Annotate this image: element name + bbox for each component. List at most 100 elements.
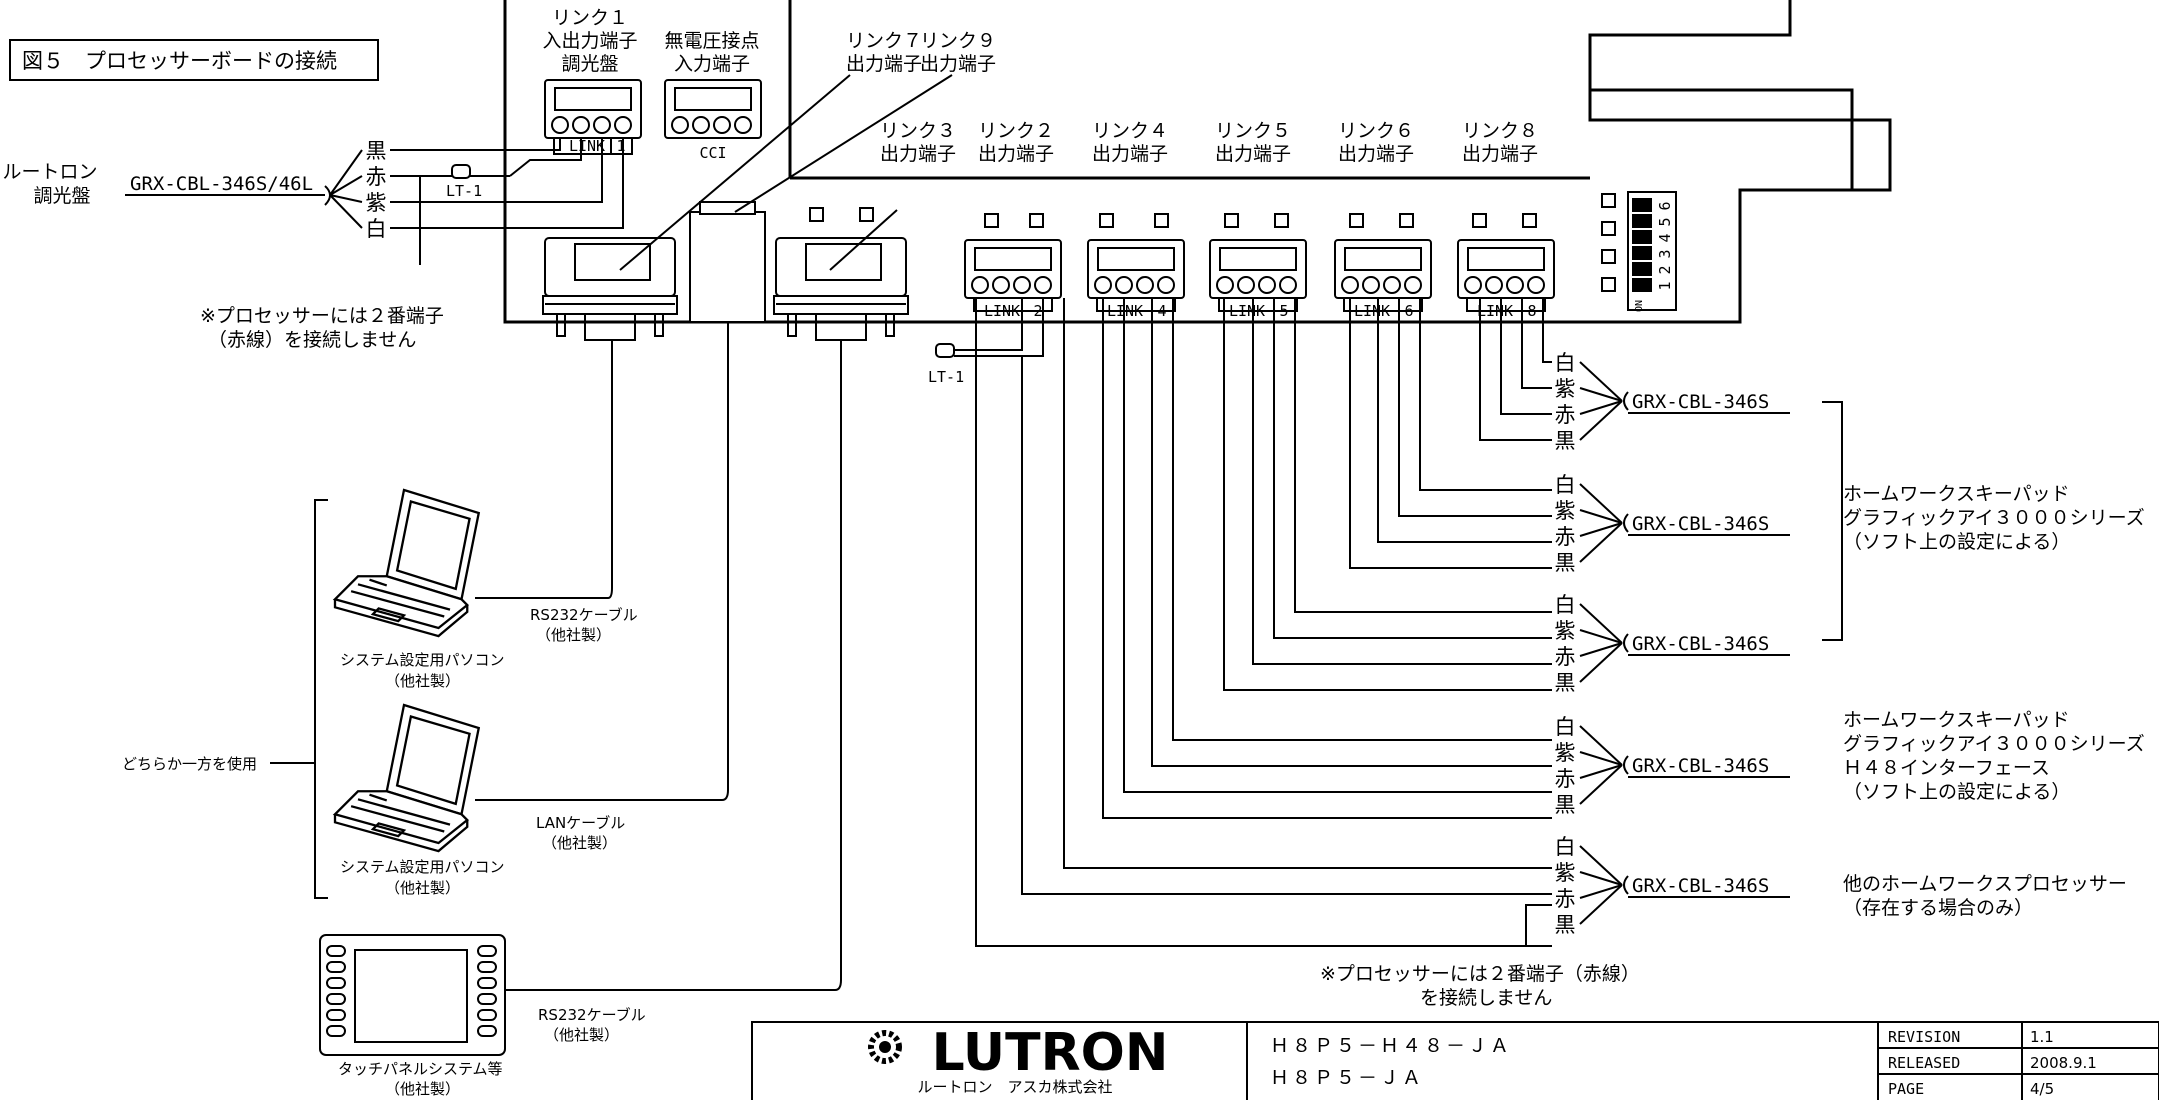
- svg-text:2: 2: [1033, 302, 1042, 320]
- svg-text:赤: 赤: [366, 165, 387, 189]
- svg-text:を接続しません: を接続しません: [1420, 987, 1552, 1009]
- wire-label: 白: [1555, 593, 1576, 617]
- svg-text:入出力端子: 入出力端子: [542, 30, 637, 52]
- link3-leader: [829, 209, 898, 271]
- svg-text:Ｈ４８インターフェース: Ｈ４８インターフェース: [1843, 757, 2050, 779]
- touch-panel-cable: [505, 340, 842, 991]
- dip-num-4: 4: [1656, 233, 1674, 242]
- wire-label: 紫: [1555, 741, 1576, 765]
- link5-header: リンク５ 出力端子: [1215, 120, 1291, 165]
- wire-label: 黒: [1555, 913, 1576, 937]
- right-cable-label: GRX-CBL-346S: [1632, 391, 1769, 413]
- left-wire-runs: [390, 138, 624, 229]
- svg-text:リンク３: リンク３: [880, 120, 956, 142]
- pc-2-cable-label: LANケーブル （他社製）: [536, 814, 625, 852]
- model-2: Ｈ８Ｐ５－ＪＡ: [1270, 1067, 1424, 1089]
- wire-label: 黒: [1555, 551, 1576, 575]
- pc-1-label: システム設定用パソコン （他社製）: [340, 651, 505, 690]
- board-lt-label: LT-1: [928, 368, 964, 386]
- wire-label: 紫: [1555, 619, 1576, 643]
- released-label: RELEASED: [1888, 1054, 1960, 1072]
- svg-text:5: 5: [1279, 302, 1288, 320]
- link-number-labels: LINK 2 LINK 4 LINK 5 LINK 6 LINK 8: [984, 302, 1537, 320]
- revision-value: 1.1: [2030, 1028, 2054, 1046]
- svg-text:出力端子: 出力端子: [1092, 143, 1168, 165]
- keypad-group-label: ホームワークスキーパッド グラフィックアイ３０００シリーズ （ソフト上の設定によ…: [1843, 483, 2145, 553]
- pc-1-laptop-icon: [333, 488, 480, 638]
- svg-text:リンク８: リンク８: [1462, 120, 1538, 142]
- svg-text:（他社製）: （他社製）: [385, 879, 460, 897]
- left-cable-end: [324, 185, 331, 206]
- svg-text:調光盤: 調光盤: [561, 53, 618, 75]
- svg-text:ホームワークスキーパッド: ホームワークスキーパッド: [1843, 483, 2070, 505]
- link8-terminal: [1457, 239, 1555, 312]
- lan-port: [689, 201, 766, 323]
- bottom-note: ※プロセッサーには２番端子（赤線） を接続しません: [1320, 963, 1640, 1009]
- link7-header: リンク７ 出力端子: [846, 30, 922, 75]
- svg-text:出力端子: 出力端子: [1462, 143, 1538, 165]
- svg-text:リンク２: リンク２: [978, 120, 1054, 142]
- board-outline: [503, 0, 1892, 324]
- link9-header: リンク９ 出力端子: [920, 30, 996, 75]
- svg-text:（他社製）: （他社製）: [536, 626, 611, 644]
- svg-text:（存在する場合のみ）: （存在する場合のみ）: [1843, 897, 2033, 919]
- cci-terminal: [664, 79, 762, 139]
- svg-text:リンク４: リンク４: [1092, 120, 1168, 142]
- wire-label: 赤: [1555, 525, 1576, 549]
- dip-num-3: 3: [1656, 249, 1674, 258]
- page-value: 4/5: [2030, 1080, 2054, 1098]
- left-note: ※プロセッサーには２番端子 （赤線）を接続しません: [200, 305, 444, 351]
- left-cable-label: GRX-CBL-346S/46L: [130, 173, 313, 195]
- wire-label: 赤: [1555, 645, 1576, 669]
- rs232-port-pc: [542, 237, 678, 341]
- right-cable-label: GRX-CBL-346S: [1632, 755, 1769, 777]
- pc-2-cable: [475, 322, 729, 801]
- svg-text:白: 白: [366, 217, 387, 241]
- model-1: Ｈ８Ｐ５－Ｈ４８－ＪＡ: [1270, 1035, 1512, 1057]
- svg-text:RS232ケーブル: RS232ケーブル: [538, 1006, 646, 1024]
- svg-text:LINK: LINK: [1229, 302, 1265, 320]
- wire-label: 紫: [1555, 377, 1576, 401]
- company-name: ルートロン アスカ株式会社: [917, 1078, 1112, 1096]
- touch-panel-icon: [319, 934, 506, 1056]
- wire-label: 黒: [1555, 429, 1576, 453]
- wire-label: 赤: [1555, 767, 1576, 791]
- pc-1-cable-label: RS232ケーブル （他社製）: [530, 606, 638, 644]
- dip-num-5: 5: [1656, 217, 1674, 226]
- svg-text:LINK: LINK: [1354, 302, 1390, 320]
- svg-text:ホームワークスキーパッド: ホームワークスキーパッド: [1843, 709, 2070, 731]
- released-value: 2008.9.1: [2030, 1054, 2097, 1072]
- wire-label: 白: [1555, 473, 1576, 497]
- svg-text:4: 4: [1157, 302, 1166, 320]
- svg-text:8: 8: [1527, 302, 1536, 320]
- board-lt-plug: [935, 343, 955, 358]
- dip-num-2: 2: [1656, 265, 1674, 274]
- svg-text:（ソフト上の設定による）: （ソフト上の設定による）: [1843, 781, 2070, 803]
- link8-header: リンク８ 出力端子: [1462, 120, 1538, 165]
- svg-text:（他社製）: （他社製）: [542, 834, 617, 852]
- touch-panel-label: タッチパネルシステム等 （他社製）: [338, 1060, 503, 1098]
- group-wires: [975, 298, 1552, 947]
- link1-number: 1: [616, 137, 625, 155]
- dip-num-6: 6: [1656, 201, 1674, 210]
- svg-text:（他社製）: （他社製）: [544, 1026, 619, 1044]
- link1-terminal: [544, 79, 642, 155]
- svg-text:調光盤: 調光盤: [33, 185, 90, 207]
- wire-label: 赤: [1555, 887, 1576, 911]
- svg-text:紫: 紫: [366, 191, 387, 215]
- pc-bracket: [314, 499, 328, 899]
- wire-label: 黒: [1555, 671, 1576, 695]
- svg-text:出力端子: 出力端子: [978, 143, 1054, 165]
- svg-text:タッチパネルシステム等: タッチパネルシステム等: [338, 1060, 503, 1078]
- dip-on-label: ON: [1634, 300, 1645, 312]
- left-wire-labels: 黒 赤 紫 白: [366, 139, 387, 241]
- svg-text:（ソフト上の設定による）: （ソフト上の設定による）: [1843, 531, 2070, 553]
- svg-text:リンク６: リンク６: [1338, 120, 1414, 142]
- svg-text:LINK: LINK: [984, 302, 1020, 320]
- figure-title: 図５ プロセッサーボードの接続: [22, 49, 337, 73]
- h48-group-label: ホームワークスキーパッド グラフィックアイ３０００シリーズ Ｈ４８インターフェー…: [1843, 709, 2145, 803]
